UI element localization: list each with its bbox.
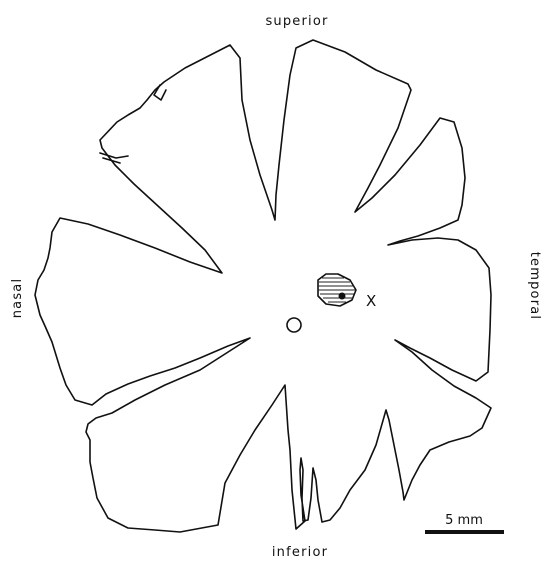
scale-bar-label: 5 mm — [445, 513, 483, 528]
scale-bar: 5 mm — [425, 513, 504, 534]
label-temporal: temporal — [527, 252, 542, 321]
label-nasal: nasal — [10, 278, 25, 319]
retina-outline — [35, 40, 491, 532]
scale-bar-line — [425, 530, 504, 534]
petal-notch-left — [100, 153, 128, 163]
marker-x-label: X — [366, 292, 376, 310]
label-inferior: inferior — [272, 545, 328, 560]
optic-disc — [287, 318, 301, 332]
lesion-dot — [339, 293, 346, 300]
label-superior: superior — [265, 14, 328, 29]
petal-notch-upper — [154, 85, 166, 100]
hatched-lesion — [318, 274, 356, 306]
